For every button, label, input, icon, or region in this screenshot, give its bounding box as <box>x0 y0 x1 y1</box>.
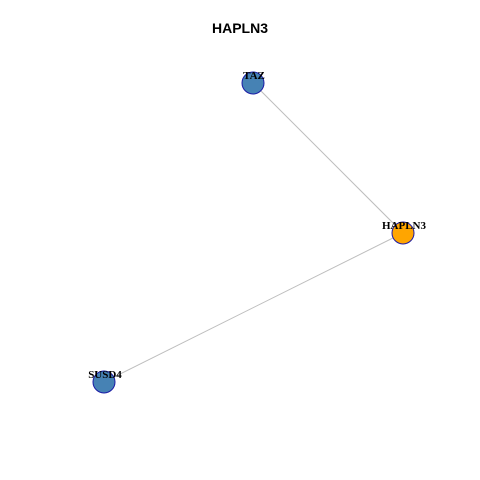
node-label-taz: TAZ <box>243 70 265 82</box>
node-susd4 <box>92 370 116 394</box>
graph-title: HAPLN3 <box>211 20 268 36</box>
nodes-layer <box>92 71 415 394</box>
edges-layer <box>103 82 404 383</box>
node-label-susd4: SUSD4 <box>88 369 122 381</box>
node-hapln3 <box>391 221 415 245</box>
node-label-hapln3: HAPLN3 <box>382 220 427 232</box>
edge-susd4-hapln3 <box>103 232 404 383</box>
node-taz <box>241 71 265 95</box>
edge-taz-hapln3 <box>252 82 404 234</box>
